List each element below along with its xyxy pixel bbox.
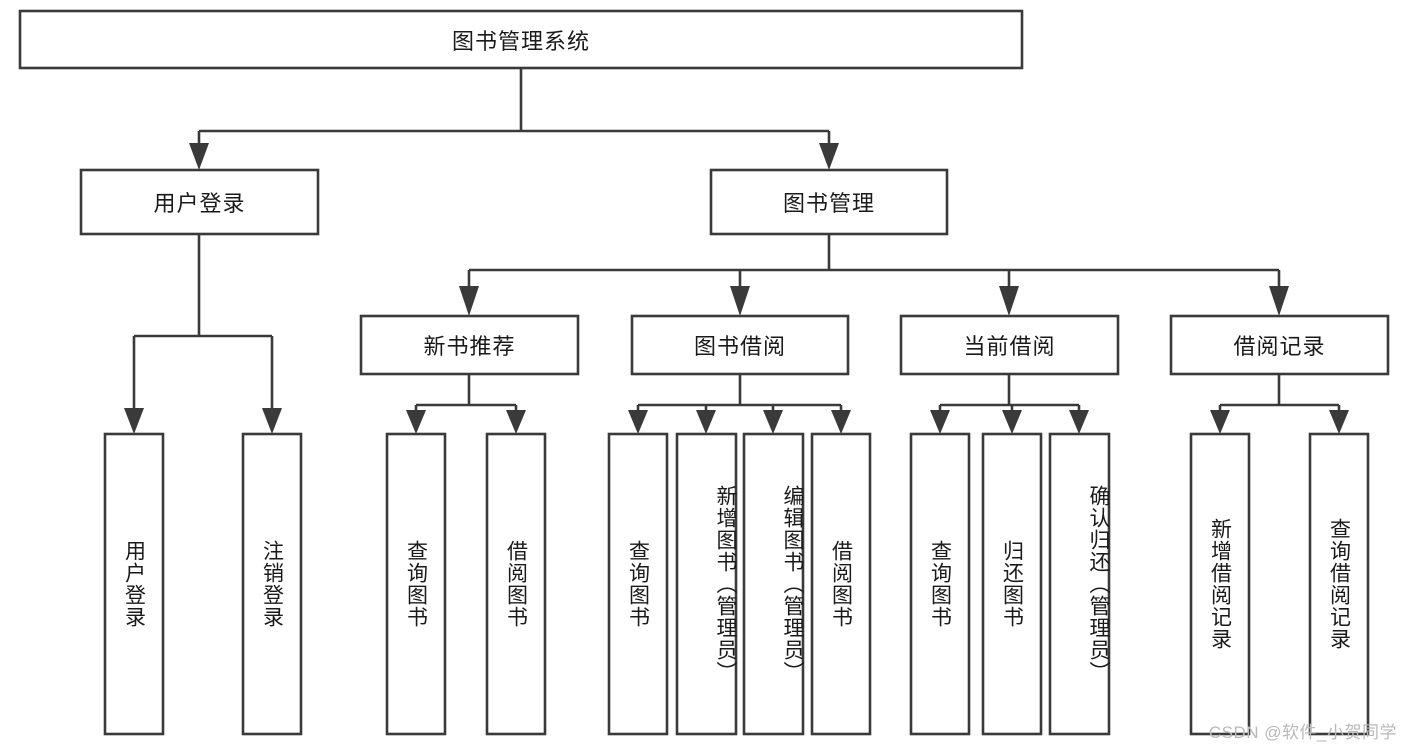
node-box-leaf-return-book[interactable] xyxy=(981,432,1043,736)
node-box-leaf-borrow-book[interactable] xyxy=(810,432,872,736)
csdn-watermark: CSDN @软件_小贺同学 xyxy=(1208,723,1397,742)
arrow-to-login xyxy=(189,143,209,170)
arrow-to-leaf-query-book-new xyxy=(406,410,426,434)
node-box-borrow[interactable] xyxy=(630,314,850,376)
arrow-to-leaf-logout xyxy=(262,408,282,434)
connector-layer xyxy=(124,68,1349,434)
node-box-leaf-query-book-borrow[interactable] xyxy=(607,432,669,736)
node-box-bookmgmt[interactable] xyxy=(709,168,949,236)
node-box-leaf-confirm-return[interactable] xyxy=(1048,432,1111,736)
node-box-leaf-borrow-book-new[interactable] xyxy=(485,432,547,736)
node-box-leaf-query-book-new[interactable] xyxy=(385,432,447,736)
node-box-leaf-user-login[interactable] xyxy=(103,432,165,736)
arrow-to-leaf-query-record xyxy=(1329,410,1349,434)
node-box-newbook[interactable] xyxy=(359,314,580,376)
arrow-to-leaf-edit-book xyxy=(763,410,783,434)
arrow-to-record xyxy=(1269,286,1289,316)
arrow-to-leaf-add-book xyxy=(696,410,716,434)
node-box-record[interactable] xyxy=(1169,314,1390,376)
arrow-to-leaf-query-book-current xyxy=(930,410,950,434)
node-box-leaf-edit-book[interactable] xyxy=(742,432,805,736)
arrow-to-leaf-borrow-book-new xyxy=(506,410,526,434)
arrow-to-bookmgmt xyxy=(819,143,839,170)
node-box-leaf-add-record[interactable] xyxy=(1189,432,1251,736)
arrow-to-current xyxy=(999,286,1019,316)
node-box-layer xyxy=(18,9,1390,736)
node-box-leaf-query-book-current[interactable] xyxy=(909,432,971,736)
arrow-to-leaf-user-login xyxy=(124,408,144,434)
node-box-leaf-logout[interactable] xyxy=(241,432,303,736)
arrow-to-leaf-confirm-return xyxy=(1069,410,1089,434)
node-box-current[interactable] xyxy=(899,314,1120,376)
arrow-to-leaf-add-record xyxy=(1210,410,1230,434)
node-box-login[interactable] xyxy=(79,168,320,236)
arrow-to-leaf-query-book-borrow xyxy=(628,410,648,434)
arrow-to-leaf-return-book xyxy=(1002,410,1022,434)
node-box-leaf-add-book[interactable] xyxy=(675,432,738,736)
arrow-to-borrow xyxy=(730,286,750,316)
node-box-root[interactable] xyxy=(18,9,1024,70)
arrow-to-leaf-borrow-book xyxy=(831,410,851,434)
arrow-to-newbook xyxy=(459,286,479,316)
node-box-leaf-query-record[interactable] xyxy=(1308,432,1370,736)
